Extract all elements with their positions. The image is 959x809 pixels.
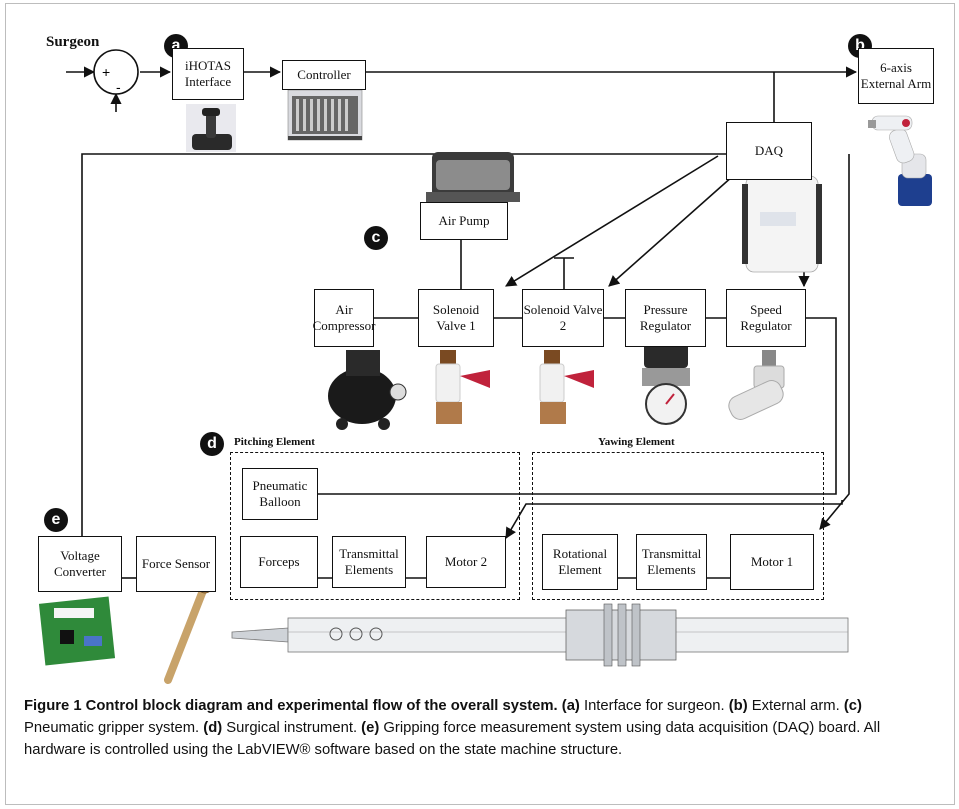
summing-junction (93, 49, 139, 95)
surgical-instrument-illustration (231, 603, 849, 667)
caption-e-text: Gripping force measurement system using … (24, 720, 881, 758)
daq-feedback-line (81, 153, 728, 539)
solenoid-valve-1-illustration (435, 350, 490, 424)
speed-to-balloon-line (318, 317, 837, 495)
connection-lines (66, 66, 858, 579)
diagram-canvas: + - (38, 49, 932, 684)
caption-c-tag: (c) (843, 698, 862, 714)
caption-title: Figure 1 Control block diagram and exper… (24, 698, 558, 714)
air-compressor-illustration (328, 350, 407, 430)
joystick-illustration (186, 104, 236, 152)
forceps-box: Forceps (240, 536, 318, 588)
speed-regulator-box: Speed Regulator (726, 289, 806, 347)
summer-minus: - (116, 79, 121, 95)
air-pump-box: Air Pump (420, 202, 508, 240)
caption-b-text: External arm. (747, 698, 844, 714)
pneumatic-balloon-box: Pneumatic Balloon (242, 468, 318, 520)
caption-d-tag: (d) (203, 720, 223, 736)
tag-d: d (200, 432, 224, 456)
summer-plus: + (102, 64, 110, 80)
external-arm-box: 6-axis External Arm (858, 48, 934, 104)
figure-caption: Figure 1 Control block diagram and exper… (24, 695, 924, 761)
caption-b-tag: (b) (728, 698, 748, 714)
surgeon-label: Surgeon (46, 34, 100, 50)
daq-to-valve2-arrow (608, 167, 743, 287)
daq-box: DAQ (726, 122, 812, 180)
solenoid-valve-2-box: Solenoid Valve 2 (522, 289, 604, 347)
controller-box: Controller (282, 60, 366, 90)
motor-2-box: Motor 2 (426, 536, 506, 588)
voltage-converter-box: Voltage Converter (38, 536, 122, 592)
transmittal-elements-box-2: Transmittal Elements (636, 534, 707, 590)
air-pump-illustration (426, 152, 520, 202)
pressure-regulator-box: Pressure Regulator (625, 289, 706, 347)
transmittal-elements-box-1: Transmittal Elements (332, 536, 406, 588)
caption-a-tag: (a) (561, 698, 580, 714)
pitching-element-group (230, 452, 520, 600)
pitching-element-label: Pitching Element (234, 436, 315, 448)
ihotas-interface-box: iHOTAS Interface (172, 48, 244, 100)
robot-arm-illustration (868, 115, 932, 206)
air-compressor-box: Air Compressor (313, 289, 375, 347)
pcb-illustration (38, 596, 116, 666)
daq-to-motor1-arrow (819, 154, 850, 530)
tag-c: c (364, 226, 388, 250)
daq-to-motor2-arrow (505, 500, 843, 539)
force-sensor-box: Force Sensor (136, 536, 216, 592)
caption-a-text: Interface for surgeon. (579, 698, 729, 714)
daq-illustration (742, 175, 822, 273)
caption-c-text: Pneumatic gripper system. (24, 720, 204, 736)
solenoid-valve-1-box: Solenoid Valve 1 (418, 289, 494, 347)
yawing-element-group (532, 452, 824, 600)
caption-d-text: Surgical instrument. (222, 720, 362, 736)
speed-regulator-illustration (728, 350, 785, 420)
motor-1-box: Motor 1 (730, 534, 814, 590)
caption-e-tag: (e) (361, 720, 380, 736)
force-sensor-illustration (164, 578, 213, 684)
tag-e: e (44, 508, 68, 532)
rotational-element-box: Rotational Element (542, 534, 618, 590)
daq-to-valve1-arrow (505, 155, 719, 287)
solenoid-valve-2-illustration (539, 350, 594, 424)
pressure-regulator-illustration (642, 340, 690, 425)
figure-frame: + - (5, 3, 955, 805)
yawing-element-label: Yawing Element (598, 436, 675, 448)
controller-illustration (287, 89, 363, 141)
